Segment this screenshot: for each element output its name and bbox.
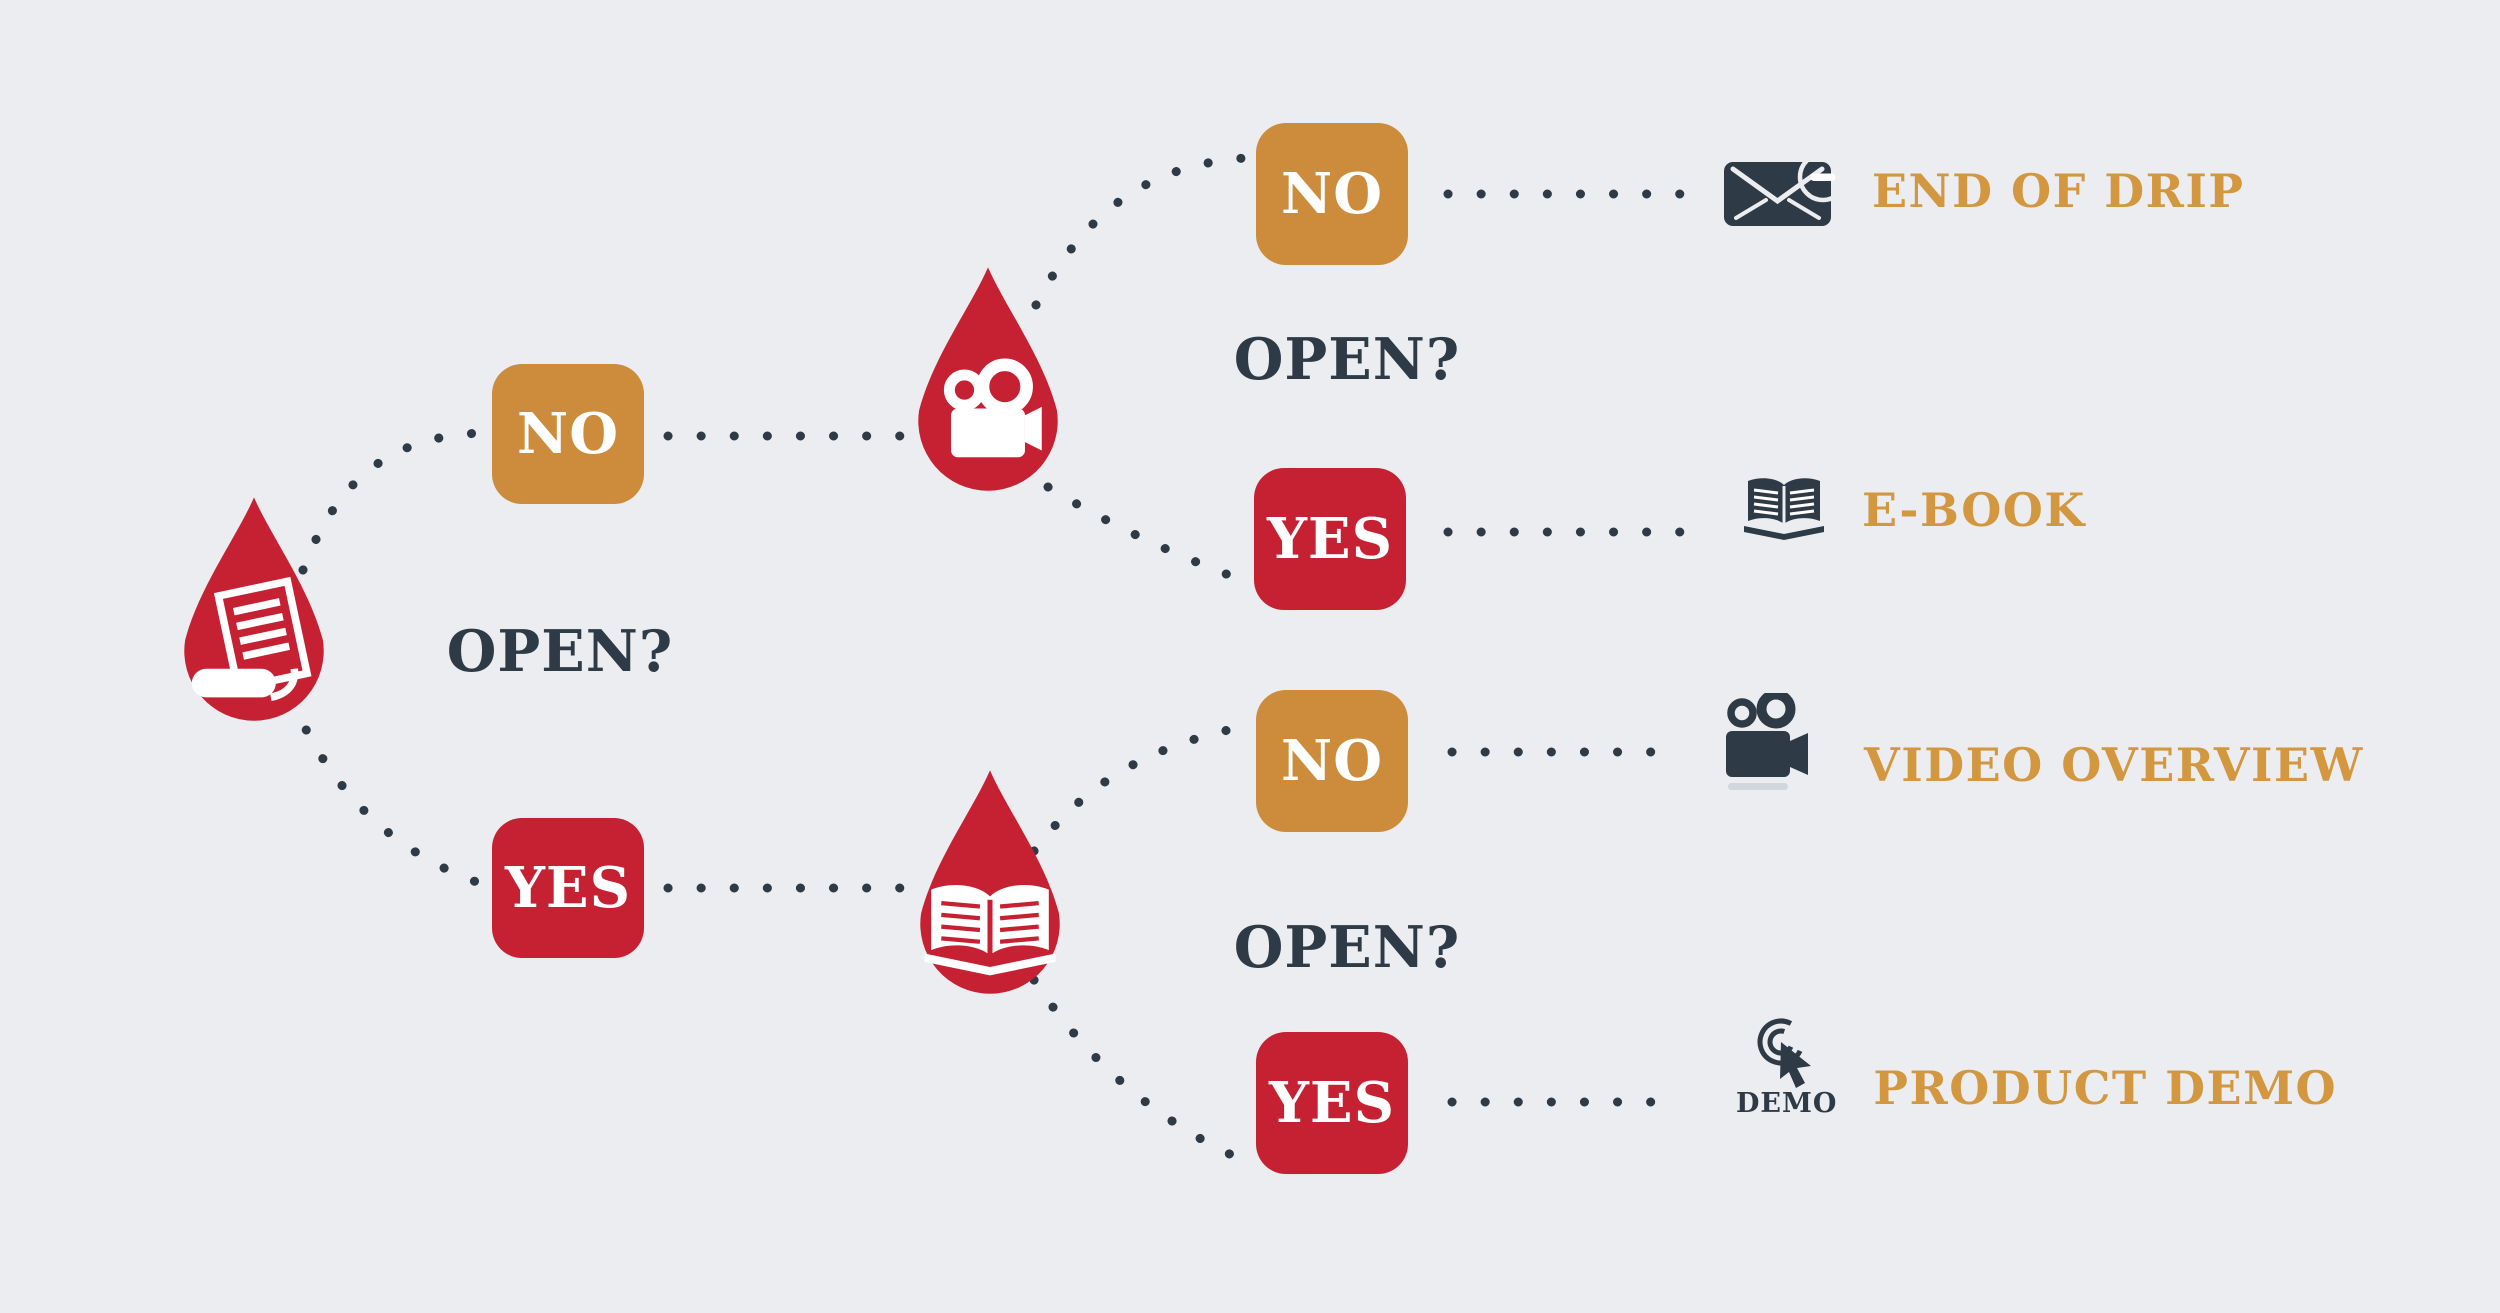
video-camera-icon <box>1726 693 1808 790</box>
root-node-newsletter-drop <box>170 493 338 737</box>
outcome-end-of-drip: END OF DRIP <box>1724 150 2244 232</box>
video-no-node: NO <box>1256 123 1408 265</box>
outcome-label: PRODUCT DEMO <box>1873 1060 2338 1115</box>
video-email-drop <box>904 263 1072 507</box>
root-open-question: OPEN? <box>446 618 674 685</box>
outcome-video-overview: VIDEO OVERVIEW <box>1726 693 2364 797</box>
email-stop-icon <box>1724 151 1849 226</box>
ebook-no-node: NO <box>1256 690 1408 832</box>
click-cursor-icon: DEMO <box>1736 1014 1837 1119</box>
video-camera-icon <box>943 358 1042 458</box>
ebook-email-drop <box>906 766 1074 1010</box>
ebook-open-question: OPEN? <box>1233 914 1461 981</box>
newsletter-icon <box>191 576 312 702</box>
outcome-product-demo: DEMO PRODUCT DEMO <box>1736 1014 2337 1119</box>
ebook-yes-node: YES <box>1256 1032 1408 1174</box>
outcome-e-book: E-BOOK <box>1738 474 2086 546</box>
outcome-label: VIDEO OVERVIEW <box>1864 738 2364 792</box>
outcome-label: END OF DRIP <box>1872 164 2245 218</box>
connector-video-to-yes <box>1043 482 1247 585</box>
open-book-icon <box>1744 478 1824 540</box>
connector-book-to-yes <box>1029 975 1243 1163</box>
open-book-icon <box>924 885 1056 976</box>
connector-video-to-no <box>1031 153 1250 310</box>
root-yes-node: YES <box>492 818 644 958</box>
video-yes-node: YES <box>1254 468 1406 610</box>
root-no-node: NO <box>492 364 644 504</box>
demo-icon-caption: DEMO <box>1736 1088 1838 1119</box>
connector-root-to-no <box>298 428 487 575</box>
outcome-label: E-BOOK <box>1862 483 2086 537</box>
video-open-question: OPEN? <box>1233 326 1461 393</box>
